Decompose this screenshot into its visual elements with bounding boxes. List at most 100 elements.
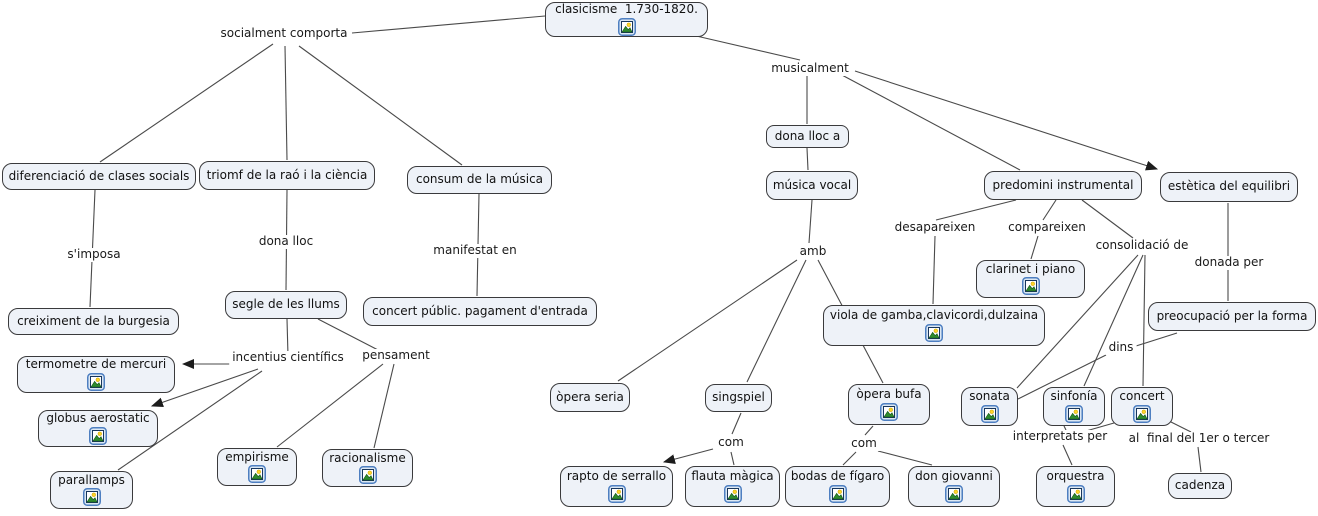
link-label-socialment-comporta[interactable]: socialment comporta (217, 26, 351, 41)
concept-node-opera-seria[interactable]: òpera seria (550, 383, 630, 412)
concept-node-diferenciacio-classes[interactable]: diferenciació de clases socials (2, 163, 196, 190)
edge-pensament--racionalisme (373, 363, 395, 449)
link-label-consolidacio-de[interactable]: consolidació de (1092, 238, 1192, 253)
image-icon[interactable] (723, 484, 742, 503)
concept-node-orquestra[interactable]: orquestra (1036, 466, 1115, 507)
image-icon[interactable] (1065, 404, 1083, 423)
edge-incentius-cientifics--globus-aerostatic (150, 368, 259, 408)
link-label-dona-lloc[interactable]: dona lloc (255, 234, 317, 249)
link-label-dins[interactable]: dins (1105, 340, 1137, 355)
concept-node-predomini-instrumental[interactable]: predomini instrumental (984, 171, 1142, 200)
concept-node-clarinet-piano[interactable]: clarinet i piano (976, 260, 1085, 298)
link-label-musicalment[interactable]: musicalment (768, 61, 852, 76)
concept-node-label: consum de la música (415, 172, 544, 187)
link-label-s-imposa[interactable]: s'imposa (64, 247, 124, 262)
concept-node-label: racionalisme (329, 450, 406, 465)
concept-node-label: segle de les llums (232, 297, 340, 312)
concept-node-concert[interactable]: concert (1111, 387, 1173, 426)
concept-node-cadenza[interactable]: cadenza (1168, 473, 1232, 499)
image-icon[interactable] (980, 404, 999, 423)
concept-node-musica-vocal[interactable]: música vocal (766, 171, 858, 200)
edge-com-singspiel--flauta-magica (730, 451, 735, 466)
concept-node-concert-public[interactable]: concert públic. pagament d'entrada (363, 297, 597, 326)
concept-node-opera-bufa[interactable]: òpera bufa (848, 384, 930, 425)
concept-node-clasicisme[interactable]: clasicisme 1.730-1820. (545, 2, 708, 37)
link-label-manifestat-en[interactable]: manifestat en (430, 243, 520, 258)
concept-node-triomf-rao-ciencia[interactable]: triomf de la raó i la ciència (199, 161, 375, 190)
image-icon[interactable] (945, 484, 963, 503)
concept-node-label: concert públic. pagament d'entrada (372, 303, 588, 318)
concept-node-sinfonia[interactable]: sinfonía (1043, 387, 1105, 426)
concept-node-flauta-magica[interactable]: flauta màgica (685, 466, 780, 507)
concept-node-dona-lloc-a[interactable]: dona lloc a (766, 125, 849, 148)
edge-dins--sonata (1017, 354, 1107, 400)
edge-socialment-comporta--consum-musica (298, 45, 463, 166)
concept-node-empirisme[interactable]: empirisme (217, 448, 297, 486)
concept-node-label: òpera bufa (856, 387, 922, 402)
link-label-desapareixen[interactable]: desapareixen (891, 220, 979, 235)
concept-node-sonata[interactable]: sonata (961, 387, 1018, 426)
image-icon[interactable] (925, 323, 943, 342)
concept-node-parallamps[interactable]: parallamps (50, 471, 133, 509)
image-icon[interactable] (828, 484, 847, 503)
image-icon[interactable] (607, 484, 626, 503)
concept-node-label: sonata (969, 389, 1010, 404)
concept-node-termometre-mercuri[interactable]: termometre de mercuri (17, 356, 175, 393)
link-label-com-singspiel[interactable]: com (715, 435, 747, 450)
edge-musicalment--predomini-instrumental (839, 73, 1021, 171)
concept-node-label: flauta màgica (691, 469, 774, 484)
concept-node-label: viola de gamba,clavicordi,dulzaina (829, 308, 1039, 323)
concept-node-label: òpera seria (556, 389, 624, 404)
image-icon[interactable] (82, 488, 101, 507)
concept-node-label: preocupació per la forma (1156, 308, 1308, 323)
concept-node-creiximent-burgesia[interactable]: creiximent de la burgesia (8, 308, 179, 335)
concept-node-segle-llums[interactable]: segle de les llums (225, 291, 347, 319)
image-icon[interactable] (1133, 404, 1151, 423)
edge-singspiel--com-singspiel (731, 412, 742, 435)
concept-node-viola-gamba[interactable]: viola de gamba,clavicordi,dulzaina (823, 305, 1045, 346)
link-label-compareixen[interactable]: compareixen (1005, 220, 1089, 235)
concept-node-label: concert (1119, 389, 1165, 404)
link-label-incentius-cientifics[interactable]: incentius científics (229, 350, 347, 365)
concept-node-globus-aerostatic[interactable]: globus aerostatic (38, 410, 158, 447)
concept-node-estetica-equilibri[interactable]: estètica del equilibri (1160, 172, 1298, 202)
concept-node-bodas-figaro[interactable]: bodas de fígaro (785, 466, 890, 507)
image-icon[interactable] (89, 426, 107, 445)
link-label-com-bufa[interactable]: com (848, 436, 880, 451)
image-icon[interactable] (87, 372, 105, 391)
concept-node-label: cadenza (1174, 478, 1226, 493)
edge-incentius-cientifics--parallamps (117, 370, 263, 471)
edge-clasicisme--musicalment (691, 34, 801, 61)
link-label-interpretats-per[interactable]: interpretats per (1009, 429, 1111, 444)
edge-opera-bufa--com-bufa (864, 425, 874, 436)
edge-desapareixen--viola-gamba (932, 235, 936, 305)
edge-amb--singspiel (746, 259, 807, 383)
concept-node-preocupacio-forma[interactable]: preocupació per la forma (1148, 302, 1316, 331)
concept-node-label: diferenciació de clases socials (8, 168, 190, 183)
image-icon[interactable] (1021, 277, 1040, 296)
concept-node-label: don giovanni (915, 469, 993, 484)
edge-al-final-1er-tercer--cadenza (1197, 446, 1202, 473)
concept-node-label: rapto de serrallo (566, 469, 667, 484)
concept-node-label: sinfonía (1050, 389, 1098, 404)
concept-node-label: triomf de la raó i la ciència (206, 167, 368, 182)
concept-node-label: orquestra (1046, 469, 1105, 484)
edge-preocupacio-forma--dins (1135, 332, 1178, 347)
concept-node-racionalisme[interactable]: racionalisme (322, 449, 413, 487)
link-label-donada-per[interactable]: donada per (1191, 255, 1267, 270)
link-label-pensament[interactable]: pensament (359, 348, 433, 363)
image-icon[interactable] (617, 17, 636, 36)
link-label-al-final-1er-tercer[interactable]: al final del 1er o tercer (1125, 431, 1273, 446)
image-icon[interactable] (880, 402, 898, 421)
concept-node-label: clasicisme 1.730-1820. (555, 2, 698, 17)
image-icon[interactable] (1066, 484, 1085, 503)
image-icon[interactable] (358, 466, 377, 485)
image-icon[interactable] (248, 465, 266, 484)
concept-node-rapto-serrallo[interactable]: rapto de serrallo (560, 466, 673, 507)
edge-com-bufa--bodas-figaro (842, 451, 857, 466)
concept-node-consum-musica[interactable]: consum de la música (407, 166, 552, 194)
concept-node-don-giovanni[interactable]: don giovanni (908, 466, 1000, 507)
link-label-amb[interactable]: amb (796, 244, 830, 259)
concept-node-singspiel[interactable]: singspiel (705, 384, 772, 412)
